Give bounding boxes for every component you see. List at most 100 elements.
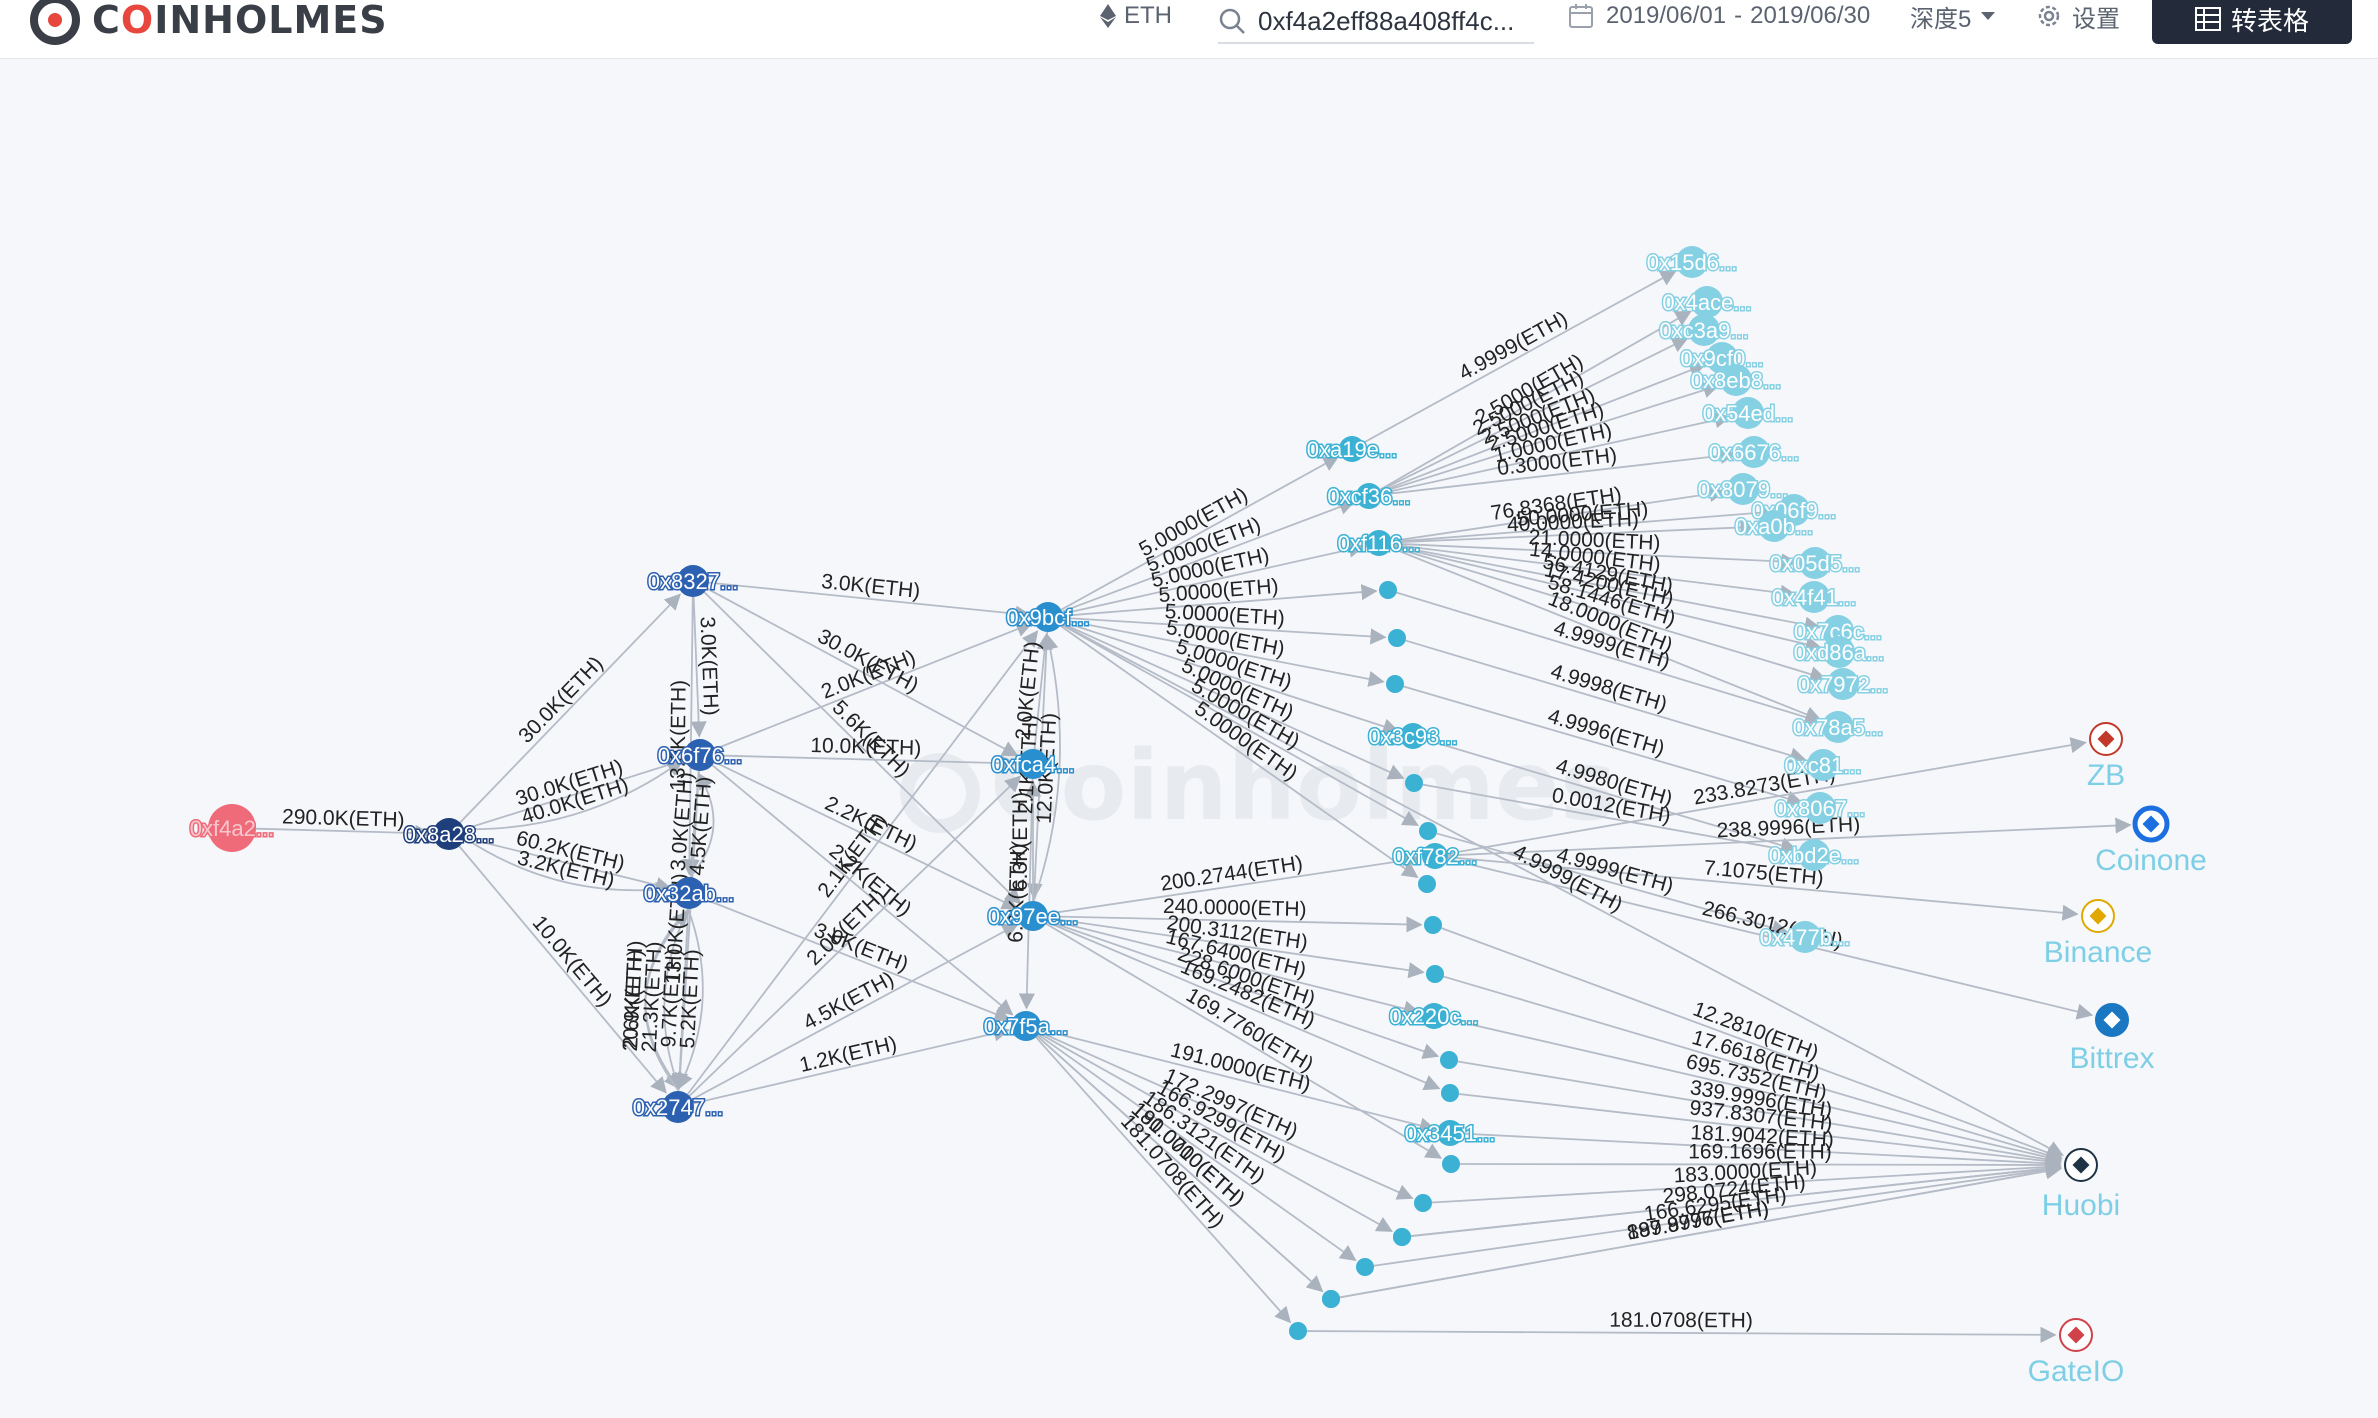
node-circle[interactable]	[677, 565, 709, 597]
address-node-unlabeled[interactable]	[1356, 1258, 1374, 1276]
address-node[interactable]: 0x6f76...	[656, 739, 744, 771]
node-circle[interactable]	[1437, 1120, 1463, 1146]
address-node[interactable]: 0xbd2e...	[1767, 839, 1861, 871]
edge-d14-Huobi[interactable]	[1373, 1161, 2062, 1267]
edge-n6-d5[interactable]	[1060, 623, 1419, 826]
address-node[interactable]: 0x9cf0...	[1679, 342, 1765, 374]
edge-n3-n6[interactable]	[714, 621, 1033, 750]
date-range-picker[interactable]: 2019/06/01 - 2019/06/30	[1568, 0, 1870, 32]
exchange-zb[interactable]: ZB	[2087, 722, 2125, 792]
node-circle[interactable]	[1827, 668, 1859, 700]
address-node[interactable]: 0x8a28...	[402, 818, 496, 850]
address-node[interactable]: 0x78a5...	[1791, 711, 1885, 743]
edge-n6-d1[interactable]	[1062, 584, 1378, 617]
address-node[interactable]: 0x477b...	[1758, 921, 1852, 953]
address-node[interactable]: 0x8eb8...	[1689, 364, 1783, 396]
edge-n1-n5[interactable]	[458, 845, 667, 1094]
edge-d1-n32[interactable]	[1396, 591, 1822, 725]
address-node-unlabeled[interactable]	[1418, 875, 1436, 893]
edge-n14-Coinone[interactable]	[1447, 817, 2132, 857]
node-circle[interactable]	[1804, 792, 1836, 824]
to-table-button[interactable]: 转表格	[2152, 0, 2352, 44]
edge-d2-n33[interactable]	[1405, 639, 1807, 764]
address-node[interactable]: 0xf116...	[1336, 530, 1422, 558]
address-node[interactable]: 0x220c...	[1388, 1003, 1480, 1031]
node-circle[interactable]	[1400, 723, 1426, 749]
node-circle[interactable]	[1356, 1258, 1374, 1276]
edge-n9-d16[interactable]	[1036, 1035, 1324, 1293]
edge-n9-d13[interactable]	[1038, 1032, 1393, 1232]
node-circle[interactable]	[1426, 965, 1444, 983]
edge-n4-n5[interactable]	[678, 908, 704, 1090]
edge-n2-n3[interactable]	[690, 596, 707, 738]
edge-n12-n31[interactable]	[1391, 545, 1827, 682]
node-circle[interactable]	[1732, 397, 1764, 429]
brand-logo[interactable]: COINHOLMES	[30, 0, 388, 46]
settings-button[interactable]: 设置	[2036, 0, 2120, 33]
edge-n3-n7[interactable]	[715, 754, 1017, 772]
edge-n8-n15[interactable]	[1047, 918, 1421, 1017]
edge-d18-GateIO[interactable]	[1306, 1326, 2057, 1343]
edge-d7-Huobi[interactable]	[1441, 927, 2063, 1161]
address-node[interactable]: 0x8067...	[1773, 792, 1867, 824]
edge-n4-n9[interactable]	[703, 898, 1011, 1022]
edge-n16-Huobi[interactable]	[1462, 1132, 2062, 1172]
edge-n8-n14[interactable]	[1047, 852, 1421, 915]
edge-n2-n6[interactable]	[708, 581, 1032, 622]
address-node-unlabeled[interactable]	[1289, 1322, 1307, 1340]
node-circle[interactable]	[1738, 436, 1770, 468]
node-circle[interactable]	[1393, 1228, 1411, 1246]
edge-n8-d8[interactable]	[1047, 917, 1425, 979]
edge-n3-n9[interactable]	[711, 764, 1014, 1016]
address-node[interactable]: 0xf782...	[1391, 843, 1478, 871]
edge-n5-n8[interactable]	[691, 923, 1019, 1101]
edge-n10-n17[interactable]	[1362, 270, 1677, 444]
node-circle[interactable]	[1421, 1003, 1447, 1029]
node-circle[interactable]	[1798, 839, 1830, 871]
address-node-unlabeled[interactable]	[1441, 1084, 1459, 1102]
node-circle[interactable]	[1822, 711, 1854, 743]
edge-n6-n11[interactable]	[1061, 499, 1356, 613]
edge-n2-n8[interactable]	[703, 591, 1022, 905]
edge-n12-n24[interactable]	[1391, 485, 1726, 542]
exchange-binance[interactable]: Binance	[2044, 899, 2152, 969]
address-node[interactable]: 0x32ab...	[642, 877, 736, 909]
address-node[interactable]: 0x97ee...	[986, 901, 1080, 931]
edge-n0-n1[interactable]	[255, 824, 432, 842]
edge-n8-d9[interactable]	[1046, 920, 1440, 1059]
node-circle[interactable]	[1676, 246, 1708, 278]
edge-n8-d11[interactable]	[1045, 922, 1443, 1159]
address-node[interactable]: 0xf4a2...	[188, 804, 276, 852]
address-node[interactable]: 0x4ace...	[1661, 286, 1753, 318]
edge-n12-n30[interactable]	[1391, 545, 1823, 653]
edge-n9-d18[interactable]	[1035, 1036, 1292, 1324]
address-node-unlabeled[interactable]	[1426, 965, 1444, 983]
edge-n12-n25[interactable]	[1391, 504, 1777, 543]
address-node[interactable]: 0x15d6...	[1645, 246, 1739, 278]
edge-n13-n35[interactable]	[1425, 738, 1798, 854]
edge-n12-n32[interactable]	[1390, 547, 1822, 723]
node-circle[interactable]	[433, 818, 465, 850]
node-circle[interactable]	[1424, 916, 1442, 934]
edge-n9-d14[interactable]	[1037, 1033, 1357, 1261]
address-node[interactable]: 0x8079...	[1696, 473, 1790, 505]
edge-n8-n6[interactable]	[1032, 633, 1061, 902]
address-node[interactable]: 0xd86a...	[1792, 636, 1886, 668]
edge-n8-d7[interactable]	[1047, 915, 1423, 933]
node-circle[interactable]	[1388, 629, 1406, 647]
address-node[interactable]: 0x6676...	[1707, 436, 1801, 468]
edge-n6-d6[interactable]	[1059, 624, 1419, 879]
node-circle[interactable]	[1405, 774, 1423, 792]
edge-n14-ZB[interactable]	[1447, 737, 2087, 855]
edge-n5-n9[interactable]	[693, 1025, 1011, 1105]
node-circle[interactable]	[1018, 901, 1048, 931]
node-circle[interactable]	[1018, 749, 1048, 779]
edge-n15-Huobi[interactable]	[1446, 1018, 2063, 1165]
node-circle[interactable]	[1727, 473, 1759, 505]
exchange-huobi[interactable]: Huobi	[2042, 1148, 2120, 1222]
address-node[interactable]: 0x3c93...	[1367, 723, 1459, 751]
edge-n4-n5[interactable]	[663, 908, 689, 1090]
node-circle[interactable]	[1418, 875, 1436, 893]
edge-d9-Huobi[interactable]	[1457, 1060, 2062, 1168]
address-node-unlabeled[interactable]	[1414, 1194, 1432, 1212]
